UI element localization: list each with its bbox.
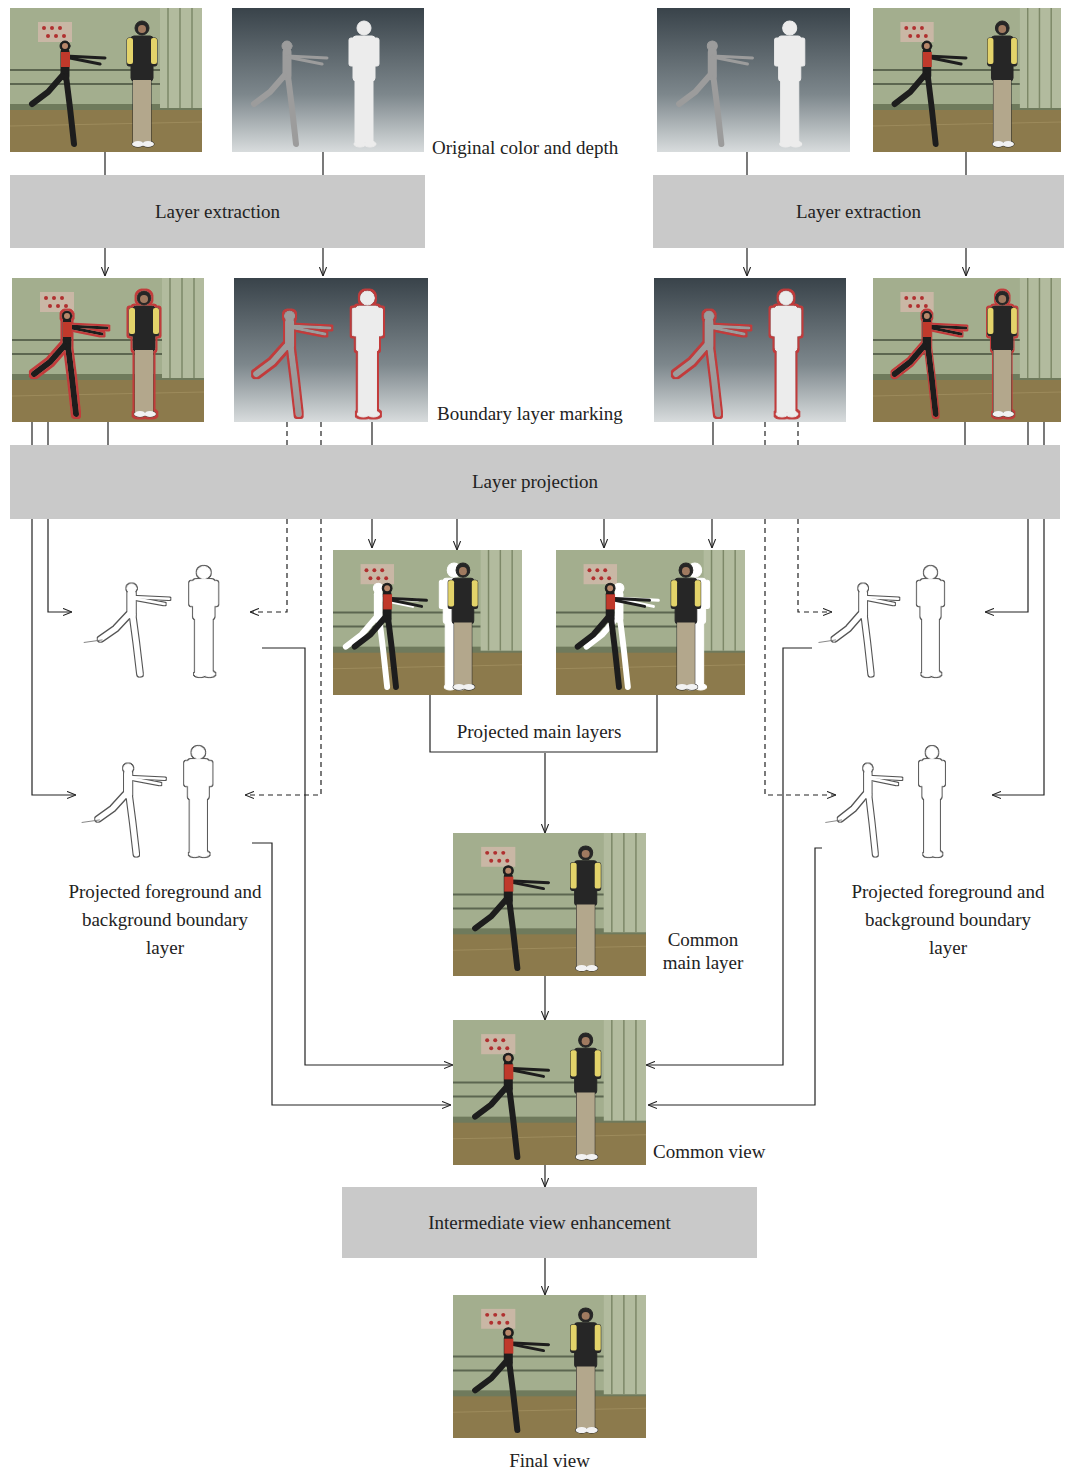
bracket-line [430,695,657,752]
dashed-arrow [245,519,321,795]
connector-arrow [262,648,453,1065]
step-label: Boundary layer marking [437,403,623,425]
process-band: Layer extraction [653,175,1064,248]
final-view-image [453,1295,646,1438]
node-text: Layer extraction [788,201,929,223]
arrow-line [746,248,747,276]
marked-depth-image [234,278,428,422]
arrow-line [252,843,451,1105]
arrow-line [648,848,822,1105]
dashed-arrow [798,519,832,612]
caption-text: Projected foreground and background boun… [848,878,1048,962]
dashed-line [287,422,798,445]
marked-depth-image [654,278,846,422]
image-node: Final view [453,1295,646,1438]
main-layer-group: Projected main layers [333,550,745,753]
arrow-line [371,519,372,548]
color-image [10,8,202,152]
boundary-sketch [825,746,944,856]
dashed-arrow [250,519,287,612]
color-image [873,8,1061,152]
connector-arrow [985,519,1028,612]
connector-arrow [544,1258,545,1295]
marked-color-image [12,278,204,422]
arrow-line [603,519,604,548]
plain-line [32,422,1044,445]
connector-arrow [544,976,545,1020]
flow-lines [32,152,1044,1105]
node-text: Layer extraction [147,201,288,223]
caption-text: Projected foreground and background boun… [65,878,265,962]
connector-arrow [544,753,545,833]
step-label: Original color and depth [432,137,618,159]
common-main-image [453,833,646,976]
connector-arrow [544,1165,545,1187]
boundary-layer-group: Projected foreground and background boun… [812,556,985,862]
caption-text: Common main layer [655,928,751,974]
boundary-sketch [82,746,212,856]
arrow-line [992,519,1044,795]
node-text: Layer projection [464,471,606,493]
image-node: Common view [453,1020,646,1165]
node-text: Intermediate view enhancement [420,1212,679,1234]
boundary-sketch [819,566,944,676]
connector-arrow [48,519,72,612]
marked-color-image [873,278,1061,422]
arrow-line [322,248,323,276]
arrow-line [104,248,105,276]
connector-arrow [646,648,812,1065]
projected-image [556,550,745,695]
common-view-image [453,1020,646,1165]
image-node: Common main layer [453,833,646,976]
arrow-line [32,519,76,795]
process-band: Intermediate view enhancement [342,1187,757,1258]
caption-text: Common view [653,1138,793,1166]
process-band: Layer projection [10,445,1060,519]
depth-image [232,8,424,152]
boundary-sketch [84,566,218,676]
caption-text: Projected main layers [429,718,649,746]
projected-image [333,550,522,695]
arrow-line [965,248,966,276]
dashed-arrow [765,519,836,795]
caption-text: Final view [453,1447,646,1473]
process-band: Layer extraction [10,175,425,248]
connector-arrow [456,519,457,550]
boundary-layer-group: Projected foreground and background boun… [72,556,262,862]
depth-image [657,8,850,152]
arrow-line [711,519,712,548]
